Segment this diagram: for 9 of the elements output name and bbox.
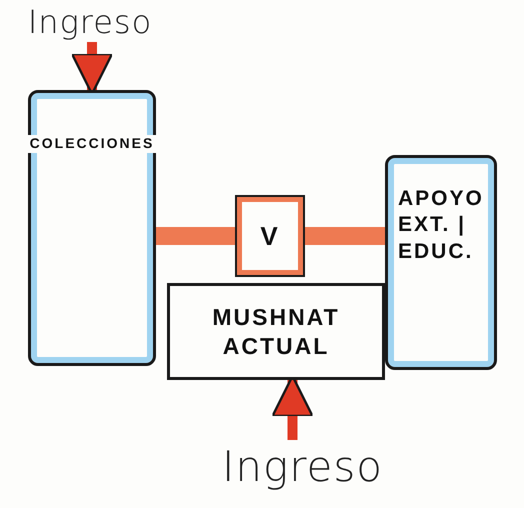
room-name: COLECCIONES <box>28 135 156 152</box>
junction-box <box>236 196 304 276</box>
entrance-text: Ingreso <box>28 3 152 41</box>
support-room <box>385 155 497 370</box>
corridor-connector <box>304 227 385 245</box>
corridor-connector <box>156 227 236 245</box>
entrance-text: Ingreso <box>222 442 383 490</box>
collections-room <box>28 90 156 366</box>
museum-box <box>167 283 385 380</box>
